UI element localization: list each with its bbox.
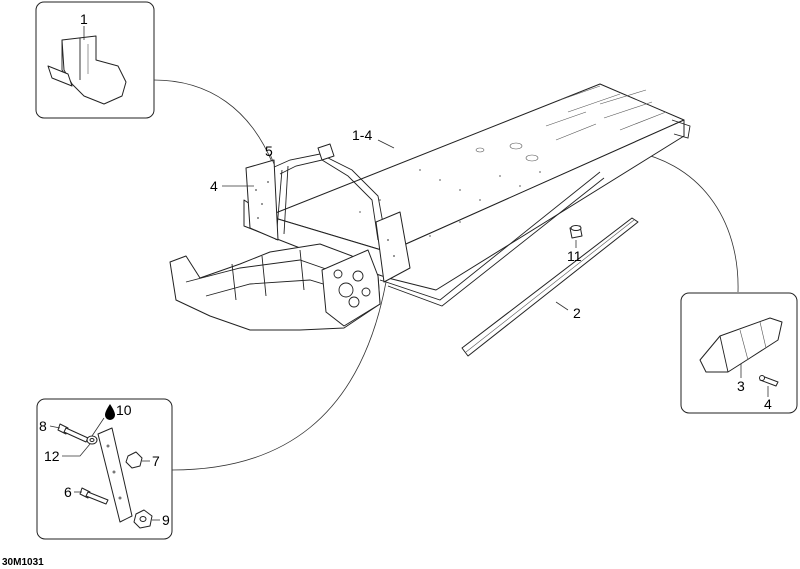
connector-inset-3-4 <box>623 149 739 293</box>
chassis-frame <box>169 83 691 331</box>
callout-2: 2 <box>573 305 581 321</box>
oil-drop-icon <box>105 404 115 420</box>
callout-4-left: 4 <box>210 178 218 194</box>
callout-3: 3 <box>737 378 745 394</box>
callout-1-4: 1-4 <box>352 127 372 143</box>
callout-9: 9 <box>162 512 170 528</box>
rail-part-2 <box>461 217 639 357</box>
inset-hardware <box>36 398 173 540</box>
callout-10: 10 <box>116 402 132 418</box>
callout-8: 8 <box>39 418 47 434</box>
inset-part-1 <box>35 1 155 119</box>
callout-7: 7 <box>152 453 160 469</box>
callout-6: 6 <box>64 484 72 500</box>
figure-id: 30M1031 <box>2 557 44 568</box>
callout-5: 5 <box>265 143 273 159</box>
callout-12: 12 <box>44 448 60 464</box>
connector-inset-1 <box>153 79 273 163</box>
callout-11: 11 <box>567 248 582 264</box>
inset-part-3-4 <box>680 292 798 414</box>
callout-1: 1 <box>80 11 88 27</box>
callout-4-right: 4 <box>764 396 772 412</box>
connector-inset-hardware <box>171 281 387 471</box>
